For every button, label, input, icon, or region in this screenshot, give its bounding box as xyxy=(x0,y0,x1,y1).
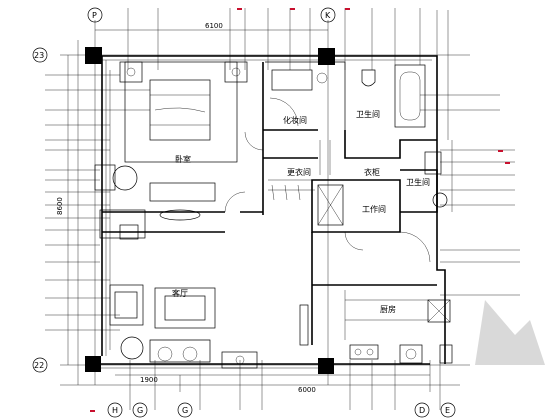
room-label-bathroom-second: 卫生间 xyxy=(406,177,430,187)
axis-label-bottom-5: E xyxy=(445,406,450,415)
dimension-bottom: 6000 xyxy=(298,386,316,394)
axis-label-top-left: P xyxy=(92,11,97,20)
room-label-corridor: 衣柜 xyxy=(364,167,380,177)
dressing-room: 化妆间 xyxy=(269,69,328,127)
bathroom-main: 卫生间 xyxy=(356,64,426,128)
room-label-kitchen: 厨房 xyxy=(380,304,396,314)
axis-label-bottom-1: H xyxy=(112,406,118,415)
room-label-dressing-room: 化妆间 xyxy=(283,115,307,125)
dimension-top: 6100 xyxy=(205,22,223,30)
axis-label-bottom-2: G xyxy=(137,406,143,415)
columns xyxy=(85,47,335,374)
annotations-left xyxy=(45,74,150,331)
walls xyxy=(101,55,446,365)
kitchen: 厨房 xyxy=(299,290,453,364)
room-label-utility: 工作间 xyxy=(362,204,386,214)
utility-room: 工作间 xyxy=(317,184,386,226)
closet: 更衣间 衣柜 xyxy=(268,140,380,201)
axis-bubbles: P K 23 22 H G G D E xyxy=(32,7,456,418)
dimension-left: 8600 xyxy=(56,197,64,215)
red-marks xyxy=(90,8,510,412)
axis-label-left-bottom: 22 xyxy=(34,361,44,370)
annotations-bottom xyxy=(129,360,441,410)
doors xyxy=(224,131,431,263)
axis-label-top-right: K xyxy=(325,11,331,20)
annotations-top xyxy=(127,8,421,70)
room-label-bathroom-main: 卫生间 xyxy=(356,109,380,119)
room-label-closet-text: 更衣间 xyxy=(287,167,311,177)
dimension-bottom-left: 1900 xyxy=(140,376,158,384)
bathroom-second: 卫生间 xyxy=(406,151,448,208)
room-label-living-room: 客厅 xyxy=(172,288,188,298)
room-label-bedroom: 卧室 xyxy=(175,154,191,164)
axis-label-bottom-4: D xyxy=(419,406,425,415)
axis-label-bottom-3: G xyxy=(182,406,188,415)
dimension-lines xyxy=(60,20,470,392)
living-room: 客厅 xyxy=(109,284,258,369)
watermark-logo xyxy=(475,300,545,365)
axis-label-left-top: 23 xyxy=(34,51,44,60)
bedroom: 卧室 xyxy=(94,61,248,240)
